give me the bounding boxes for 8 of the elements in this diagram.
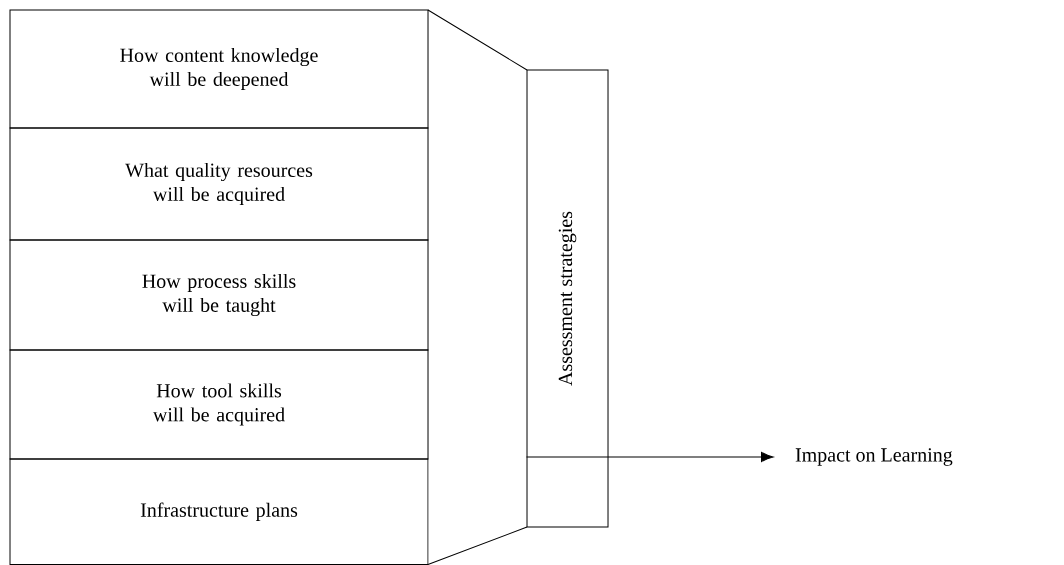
assessment-box: Assessment strategies [526,69,609,528]
plan-box: How content knowledge will be deepened [9,9,429,129]
plan-box: How process skills will be taught [9,239,429,351]
outcome-label: Impact on Learning [795,448,953,466]
plan-box: How tool skills will be acquired [9,349,429,460]
plan-box: Infrastructure plans [9,458,429,565]
arrow [526,451,774,463]
plan-box: What quality resources will be acquired [9,127,429,241]
